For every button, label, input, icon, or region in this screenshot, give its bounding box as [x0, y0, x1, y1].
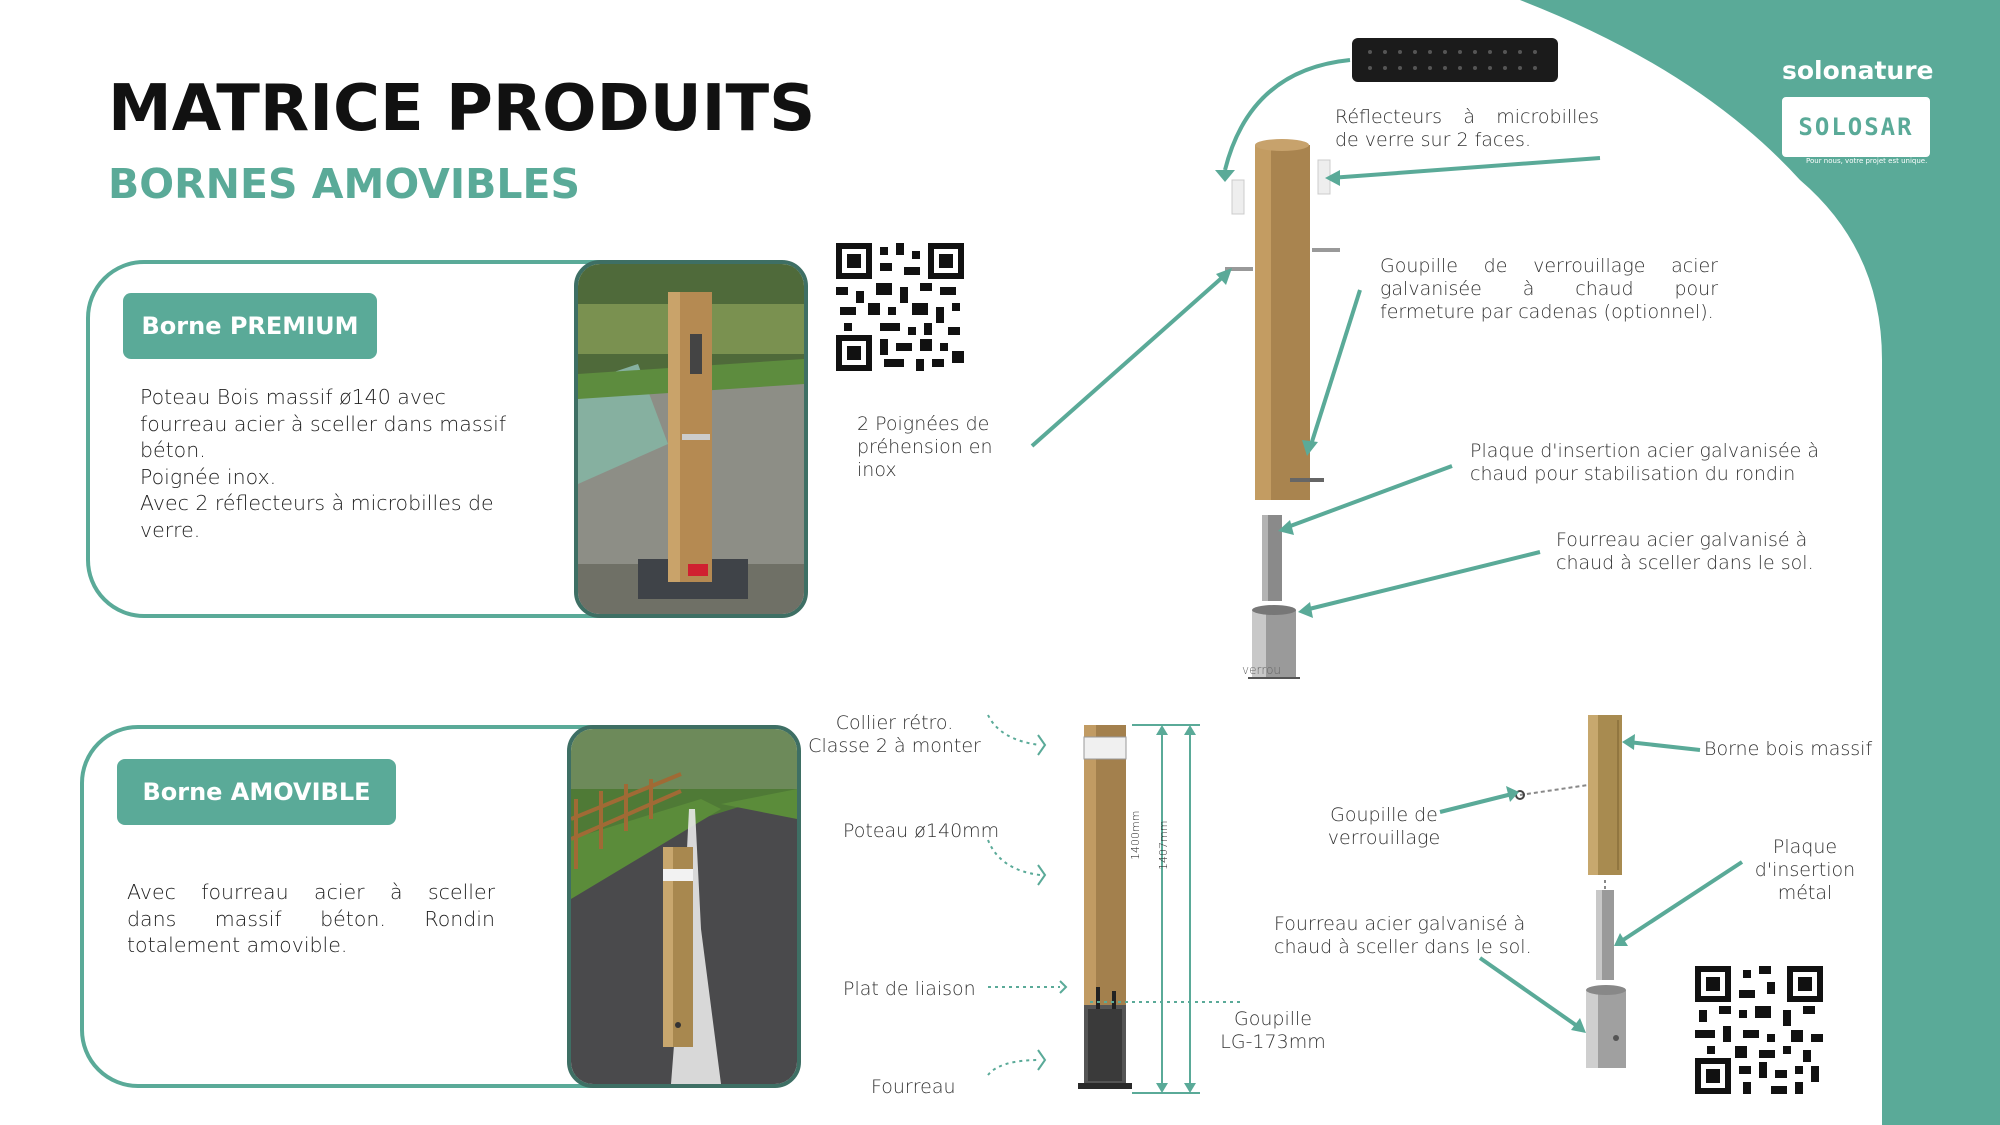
label-line: Plaque	[1772, 836, 1838, 858]
label-line: Plaque d'insertion acier galvanisée à	[1470, 440, 1820, 462]
label-line: Goupille de	[1330, 804, 1438, 826]
label-line: inox	[857, 459, 897, 481]
premium-badge: Borne PREMIUM	[123, 293, 377, 359]
premium-desc-line: béton.	[140, 438, 206, 462]
amovible-photo	[567, 725, 801, 1088]
label-line: verrouillage	[1327, 827, 1441, 849]
amovible-description: Avec fourreau acier à sceller dans massi…	[127, 879, 495, 959]
premium-exploded-diagram	[1030, 38, 1601, 679]
sleeve	[1248, 605, 1300, 679]
label-line: chaud pour stabilisation du rondin	[1470, 463, 1796, 485]
label-line: Goupille de verrouillage acier	[1380, 255, 1718, 277]
amovible-post-diagram	[1078, 724, 1200, 1094]
label-line: chaud à sceller dans le sol.	[1556, 552, 1814, 574]
label-fourreau-amovible: Fourreau	[871, 1076, 956, 1098]
premium-description: Poteau Bois massif ø140 avec fourreau ac…	[140, 384, 560, 543]
amovible-qr-code	[1695, 966, 1823, 1094]
label-goupille: Goupille de verrouillage acier galvanisé…	[1380, 255, 1718, 324]
solonature-logo: solonature	[1782, 56, 1934, 85]
brand-tagline: Pour nous, votre projet est unique.	[1806, 157, 1928, 165]
label-line: LG-173mm	[1220, 1031, 1326, 1053]
label-fourreau-galva: Fourreau acier galvanisé à chaud à scell…	[1274, 913, 1532, 959]
label-fourreau: Fourreau acier galvanisé à chaud à scell…	[1556, 529, 1814, 575]
amovible-badge: Borne AMOVIBLE	[117, 759, 396, 825]
label-line: préhension en	[857, 436, 993, 458]
label-plaque: Plaque d'insertion acier galvanisée à ch…	[1470, 440, 1819, 486]
label-line: 2 Poignées de	[857, 413, 990, 435]
label-poteau: Poteau ø140mm	[843, 820, 1000, 842]
label-line: Fourreau acier galvanisé à	[1556, 529, 1808, 551]
premium-desc-line: Poignée inox.	[140, 464, 277, 489]
label-poignees: 2 Poignées de préhension en inox	[857, 413, 993, 482]
label-line: métal	[1777, 882, 1833, 904]
solosar-logo-box: SOLOSAR	[1782, 97, 1930, 157]
label-line: d'insertion	[1754, 859, 1856, 881]
label-plaque-metal: Plaque d'insertion métal	[1754, 836, 1856, 905]
label-line: chaud à sceller dans le sol.	[1274, 936, 1532, 958]
label-line: Réflecteurs à microbilles	[1335, 106, 1599, 128]
label-borne-bois: Borne bois massif	[1704, 738, 1873, 760]
label-verrou: verrou	[1242, 663, 1282, 677]
amovible-desc-line: dans massif béton. Rondin	[127, 906, 495, 931]
label-reflecteurs: Réflecteurs à microbilles	[1335, 106, 1599, 129]
label-line: Classe 2 à monter	[808, 735, 981, 757]
premium-desc-line: Poteau Bois massif ø140 avec	[140, 385, 446, 409]
page-subtitle: BORNES AMOVIBLES	[108, 160, 580, 208]
premium-photo	[574, 260, 808, 618]
amovible-exploded-diagram	[1439, 715, 1744, 1068]
label-goupille-lg: Goupille LG-173mm	[1220, 1008, 1326, 1054]
solosar-logo-text: SOLOSAR	[1798, 113, 1914, 141]
label-line: Fourreau acier galvanisé à	[1274, 913, 1526, 935]
wooden-post	[1255, 139, 1310, 500]
label-line: Collier rétro.	[835, 712, 954, 734]
reflector-plate	[1352, 38, 1558, 82]
amovible-leader-lines	[987, 714, 1240, 1076]
premium-desc-line: Avec 2 réflecteurs à microbilles de	[140, 491, 494, 515]
label-reflecteurs-line2: de verre sur 2 faces.	[1335, 129, 1531, 151]
label-collier: Collier rétro. Classe 2 à monter	[808, 712, 981, 758]
premium-photo-illustration	[578, 264, 804, 614]
label-goupille-verrou: Goupille de verrouillage	[1322, 804, 1446, 850]
amovible-desc-line: Avec fourreau acier à sceller	[127, 880, 495, 904]
premium-desc-line: fourreau acier à sceller dans massif	[140, 411, 507, 436]
amovible-photo-illustration	[571, 729, 797, 1084]
label-line: galvanisée à chaud pour	[1380, 278, 1718, 300]
label-line: fermeture par cadenas (optionnel).	[1380, 301, 1714, 323]
label-line: Goupille	[1234, 1008, 1312, 1030]
page-title: MATRICE PRODUITS	[108, 72, 816, 146]
premium-desc-line: verre.	[140, 517, 201, 542]
label-plat: Plat de liaison	[843, 978, 976, 1000]
amovible-desc-line: totalement amovible.	[127, 933, 348, 957]
premium-qr-code	[836, 243, 964, 371]
